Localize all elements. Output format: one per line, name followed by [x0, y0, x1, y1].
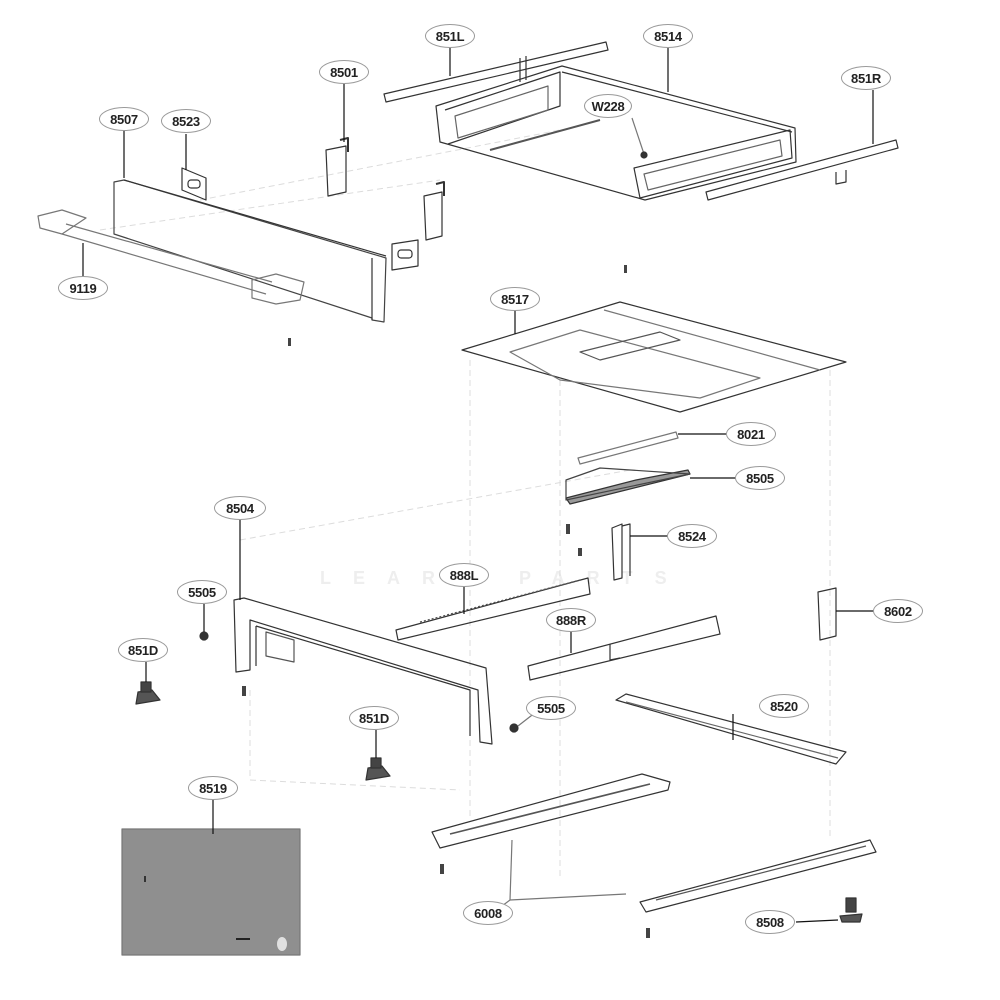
- part-8514-tub: [435, 48, 797, 201]
- part-888L-rail: [395, 577, 591, 641]
- callout-8021[interactable]: 8021: [726, 422, 776, 446]
- part-888R-rail: [527, 615, 721, 681]
- callout-888L[interactable]: 888L: [439, 563, 489, 587]
- part-8520-rail: [615, 693, 847, 765]
- callout-8504[interactable]: 8504: [214, 496, 266, 520]
- watermark-text: LEARN PARTS: [320, 568, 689, 588]
- callout-6008[interactable]: 6008: [463, 901, 513, 925]
- callout-8514[interactable]: 8514: [643, 24, 693, 48]
- callout-8501[interactable]: 8501: [319, 60, 369, 84]
- callout-8517[interactable]: 8517: [490, 287, 540, 311]
- callout-8507[interactable]: 8507: [99, 107, 149, 131]
- callout-9119[interactable]: 9119: [58, 276, 108, 300]
- callout-851D-left[interactable]: 851D: [118, 638, 168, 662]
- part-851R-rail: [705, 90, 899, 201]
- callout-888R[interactable]: 888R: [546, 608, 596, 632]
- part-8517-cover: [461, 301, 847, 413]
- callout-8523[interactable]: 8523: [161, 109, 211, 133]
- part-8519-pad: [121, 800, 301, 956]
- part-8501-hinges: [325, 84, 445, 241]
- part-8507-front-panel: [113, 131, 387, 323]
- callout-8505[interactable]: 8505: [735, 466, 785, 490]
- part-8508-foot: [795, 897, 863, 923]
- part-8504-frame: [233, 520, 493, 745]
- part-851L-rail: [383, 41, 609, 103]
- callout-851R[interactable]: 851R: [841, 66, 891, 90]
- screws: [242, 265, 650, 938]
- callout-8508[interactable]: 8508: [745, 910, 795, 934]
- callout-8524[interactable]: 8524: [667, 524, 717, 548]
- part-6008-rails: [431, 773, 877, 913]
- part-8602-bracket: [817, 587, 874, 641]
- callout-W228[interactable]: W228: [584, 94, 632, 118]
- callout-8519[interactable]: 8519: [188, 776, 238, 800]
- part-8523-brackets: [181, 134, 419, 271]
- callout-5505-left[interactable]: 5505: [177, 580, 227, 604]
- part-851D-feet: [135, 662, 391, 781]
- part-8524-bracket: [611, 523, 668, 581]
- part-9119-handle: [37, 209, 305, 305]
- callout-8602[interactable]: 8602: [873, 599, 923, 623]
- part-8505-guard: [565, 467, 736, 505]
- callout-851D-center[interactable]: 851D: [349, 706, 399, 730]
- ghost-outline: [99, 129, 831, 880]
- callout-851L[interactable]: 851L: [425, 24, 475, 48]
- callout-8520[interactable]: 8520: [759, 694, 809, 718]
- callout-5505-right[interactable]: 5505: [526, 696, 576, 720]
- part-8021-heater: [577, 431, 726, 465]
